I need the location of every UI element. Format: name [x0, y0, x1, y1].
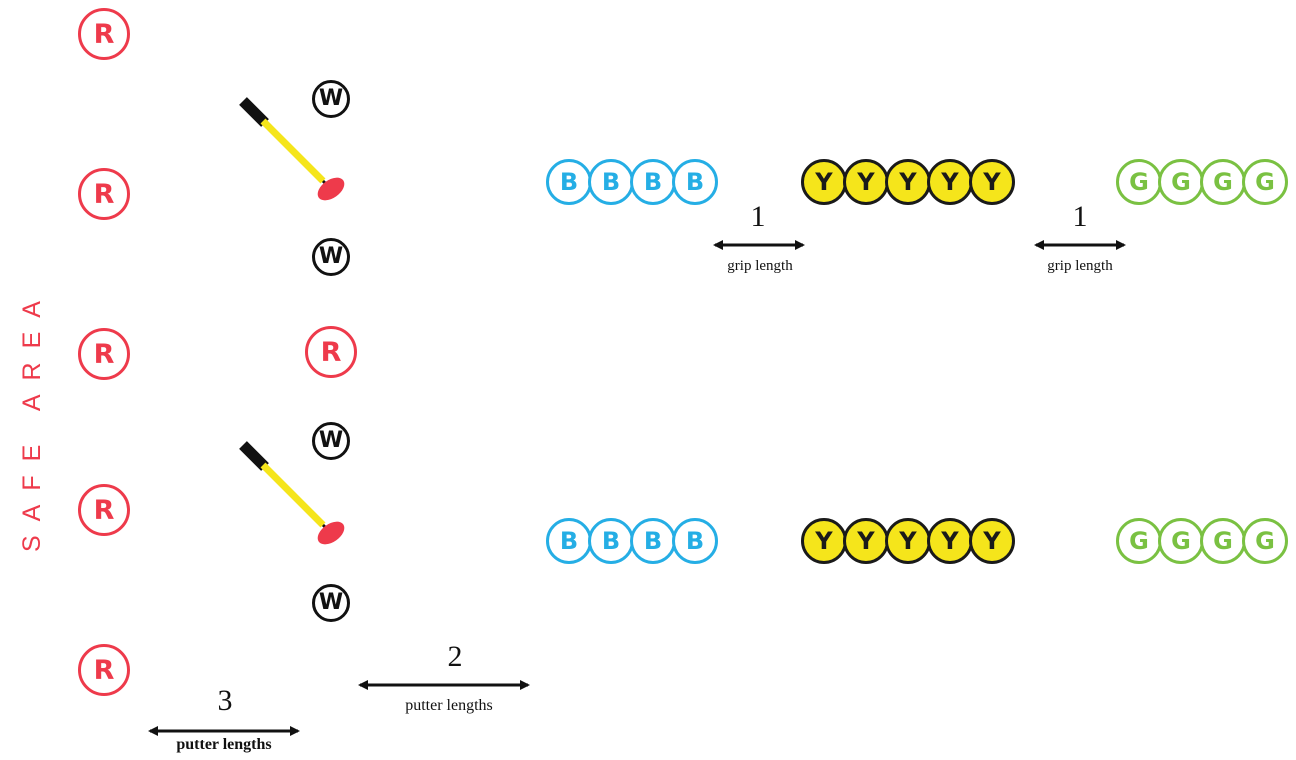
green-ball: G [1116, 159, 1162, 205]
grip-right-caption: grip length [1047, 258, 1113, 274]
yellow-ball: Y [927, 159, 973, 205]
green-ball-row: G G G G [1116, 518, 1288, 564]
blue-ball: B [546, 518, 592, 564]
green-ball: G [1242, 518, 1288, 564]
three-caption: putter lengths [176, 736, 272, 753]
red-ball: R [78, 8, 130, 60]
red-ball: R [78, 484, 130, 536]
green-ball-row: G G G G [1116, 159, 1288, 205]
yellow-ball: Y [969, 518, 1015, 564]
blue-ball: B [672, 159, 718, 205]
blue-ball: B [588, 518, 634, 564]
three-value: 3 [217, 684, 233, 717]
red-ball: R [305, 326, 357, 378]
grip-left-caption: grip length [727, 258, 793, 274]
yellow-ball: Y [969, 159, 1015, 205]
red-ball: R [78, 168, 130, 220]
two-caption: putter lengths [405, 697, 493, 714]
white-ball: W [312, 80, 350, 118]
white-ball: W [312, 422, 350, 460]
blue-ball: B [630, 518, 676, 564]
putter-icon [239, 441, 345, 545]
grip-right-value: 1 [1072, 200, 1088, 233]
green-ball: G [1242, 159, 1288, 205]
yellow-ball: Y [927, 518, 973, 564]
yellow-ball: Y [885, 159, 931, 205]
blue-ball: B [672, 518, 718, 564]
blue-ball: B [630, 159, 676, 205]
blue-ball: B [546, 159, 592, 205]
grip-left-value: 1 [750, 200, 766, 233]
yellow-ball: Y [843, 518, 889, 564]
red-ball: R [78, 328, 130, 380]
white-ball: W [312, 584, 350, 622]
blue-ball-row: B B B B [546, 159, 718, 205]
yellow-ball-row: Y Y Y Y Y [801, 518, 1015, 564]
yellow-ball-row: Y Y Y Y Y [801, 159, 1015, 205]
blue-ball: B [588, 159, 634, 205]
putter-icon [239, 97, 345, 201]
red-ball: R [78, 644, 130, 696]
white-ball: W [312, 238, 350, 276]
two-value: 2 [447, 640, 463, 673]
blue-ball-row: B B B B [546, 518, 718, 564]
green-ball: G [1200, 518, 1246, 564]
